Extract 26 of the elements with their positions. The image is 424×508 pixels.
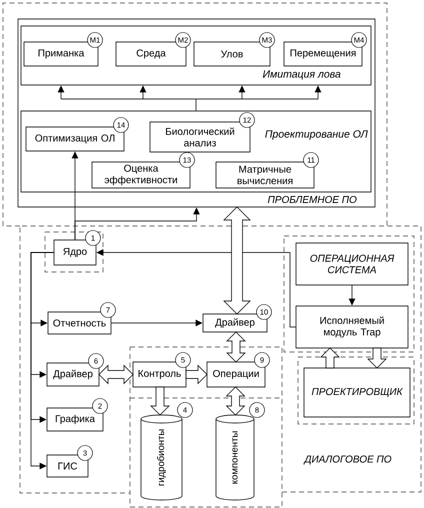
hollow-arrow [223, 206, 251, 314]
module-box: Ядро [54, 240, 96, 266]
module-box: Операции [206, 362, 266, 388]
module-box: Исполняемый модуль Trap [296, 306, 408, 348]
module-box: Драйвер [202, 314, 268, 332]
module-box: Контроль [132, 362, 186, 388]
module-box: Среда [116, 42, 186, 66]
hollow-arrow [226, 386, 246, 416]
module-box: Оптимизация ОЛ [26, 126, 124, 152]
module-box: Биологический анализ [150, 122, 250, 152]
database-cylinder: компоненты [216, 414, 254, 500]
module-box: ОПЕРАЦИОННАЯ СИСТЕМА [296, 242, 408, 286]
database-cylinder: гидробионты [140, 414, 182, 500]
module-box: ГИС [46, 454, 88, 478]
hollow-arrow [98, 364, 134, 384]
module-box: Матричные вычисления [216, 162, 314, 188]
hollow-arrow [226, 332, 246, 362]
module-box: ПРОЕКТИРОВЩИК [304, 368, 410, 418]
arrow [30, 252, 54, 470]
module-box: Приманка [24, 42, 98, 66]
module-box: Графика [46, 408, 104, 432]
module-box: Драйвер [46, 362, 100, 386]
module-box: Перемещения [284, 42, 362, 66]
module-box: Улов [194, 42, 270, 66]
module-box: Оценка эффективности [92, 162, 190, 188]
module-box: Отчетность [48, 312, 112, 334]
